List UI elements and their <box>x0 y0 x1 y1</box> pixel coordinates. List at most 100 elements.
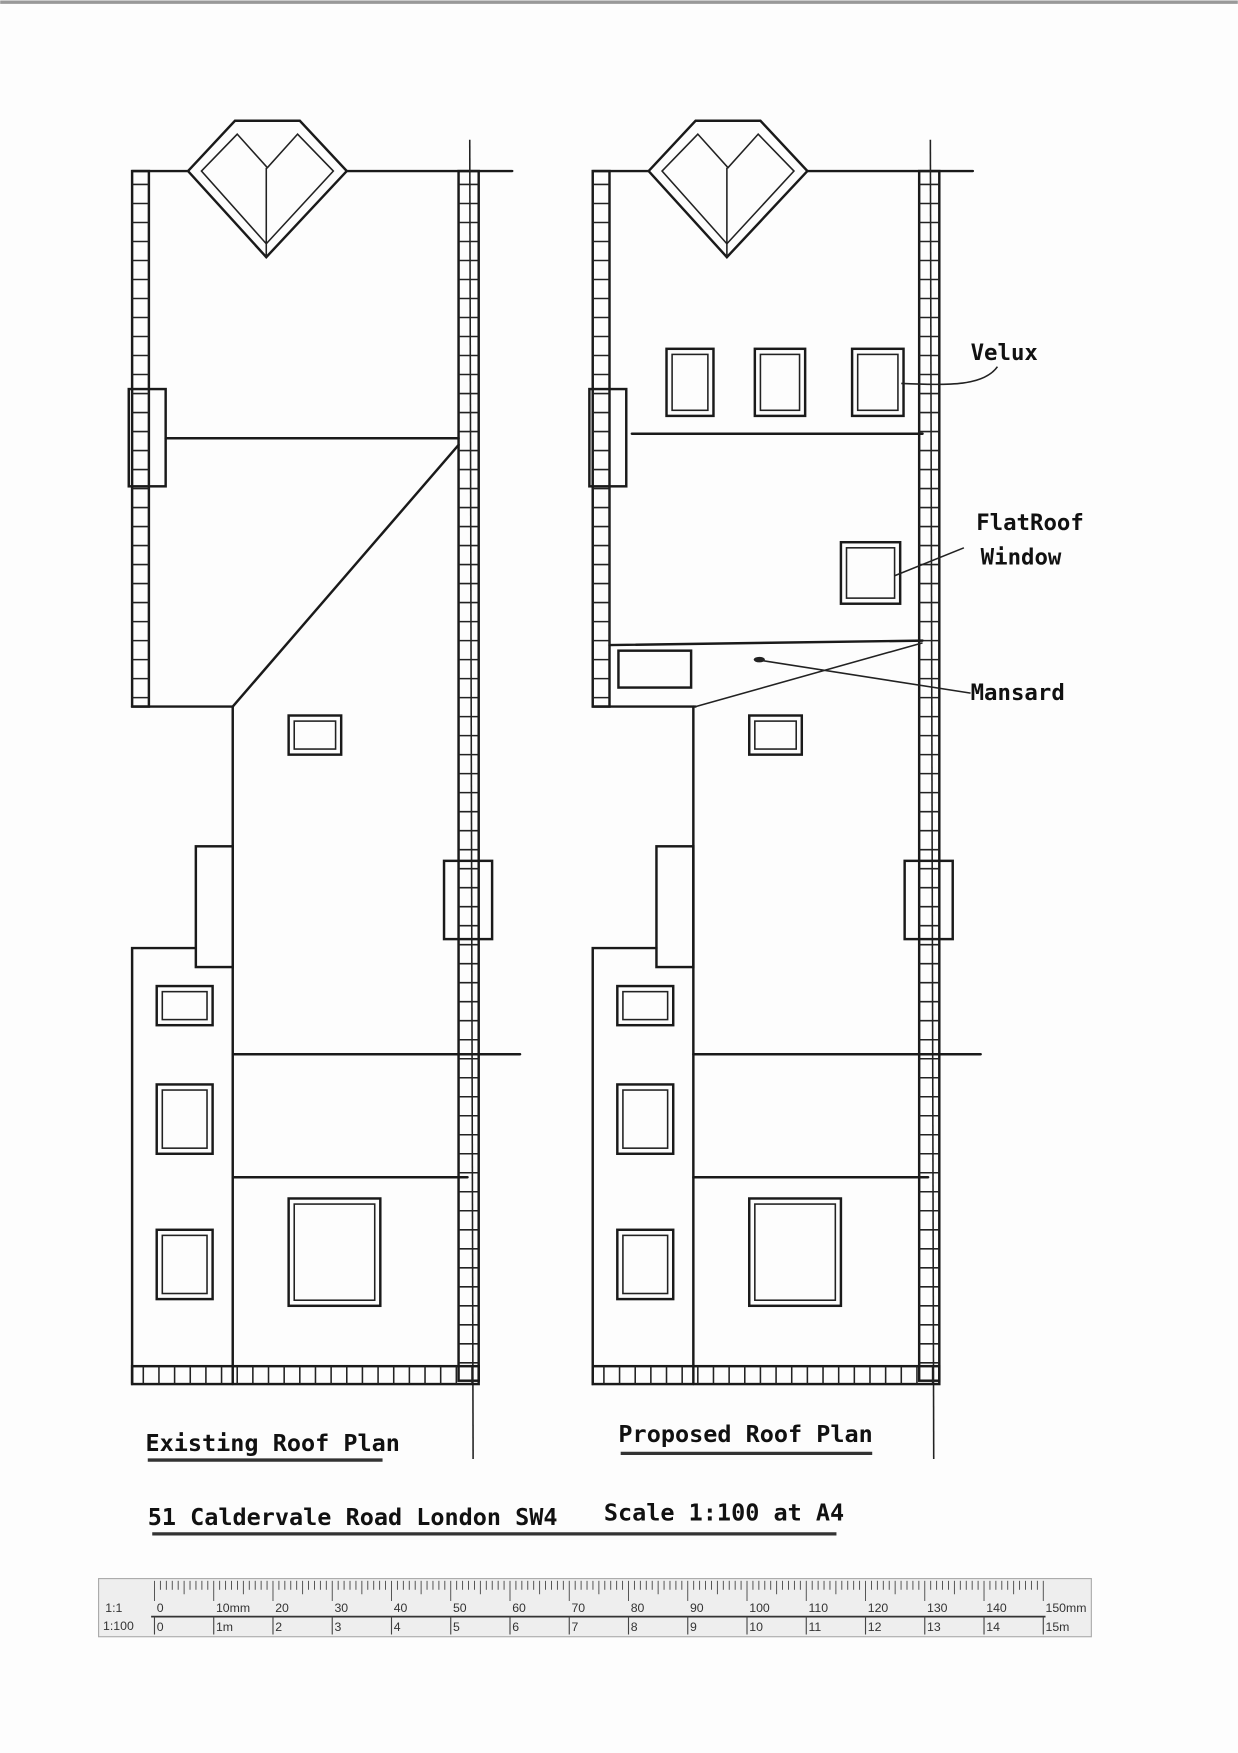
gable-inner <box>660 133 796 245</box>
chimney-breast <box>655 845 695 969</box>
window-frame-inner <box>754 720 797 750</box>
ruler-label-mm: 10mm <box>216 1601 250 1615</box>
ruler-label-m: 11 <box>808 1620 821 1634</box>
mansard-label: Mansard <box>971 680 1065 706</box>
ruler-label-m: 8 <box>631 1620 638 1634</box>
window-frame-inner <box>622 1234 669 1295</box>
ruler-label-m: 13 <box>927 1620 941 1634</box>
annotation-mansard: Mansard <box>753 656 1065 706</box>
existing-roof-plan <box>127 119 522 1459</box>
chimney-breast <box>194 845 234 969</box>
large-roof-window <box>748 1197 843 1308</box>
ruler-label-m: 14 <box>986 1620 1000 1634</box>
outrigger-window <box>155 1228 214 1301</box>
rear-wall <box>130 1364 480 1386</box>
ruler-label-m: 15m <box>1046 1620 1070 1634</box>
ruler-row1-label: 1:1 <box>105 1601 122 1615</box>
ruler-label-mm: 20 <box>275 1601 289 1615</box>
outrigger-window <box>616 1083 675 1155</box>
velux-window <box>850 347 905 418</box>
window-frame-inner <box>671 353 709 412</box>
ruler-label-mm: 80 <box>631 1601 645 1615</box>
window-frame-inner <box>161 990 208 1021</box>
large-roof-window <box>287 1197 382 1308</box>
existing-title: Existing Roof Plan <box>146 1429 400 1457</box>
window-frame-inner <box>754 1203 837 1301</box>
outrigger-window <box>616 1228 675 1301</box>
roof-window <box>748 714 804 756</box>
velux-window <box>753 347 807 418</box>
ruler-label-m: 12 <box>868 1620 882 1634</box>
outrigger-wall <box>591 946 658 1386</box>
ruler-label-mm: 130 <box>927 1601 948 1615</box>
outrigger-window <box>155 984 214 1027</box>
proposed-roof-plan <box>588 119 982 1459</box>
ruler-label-mm: 140 <box>986 1601 1007 1615</box>
ruler-label-m: 4 <box>394 1620 401 1634</box>
window-frame-inner <box>622 1089 669 1149</box>
mansard-line <box>608 639 924 647</box>
annotation-velux: Velux <box>901 340 1038 386</box>
gable-inner <box>200 133 335 245</box>
leader-dot <box>753 656 765 663</box>
chimney-stack <box>442 859 494 941</box>
gable-outline <box>646 119 810 259</box>
ruler-label-m: 3 <box>334 1620 341 1634</box>
ruler-label-mm: 60 <box>512 1601 526 1615</box>
boundary-line <box>468 139 474 1459</box>
ruler-label-m: 7 <box>571 1620 578 1634</box>
ruler-label-m: 5 <box>453 1620 460 1634</box>
velux-window <box>665 347 715 418</box>
chimney-stack <box>127 387 167 488</box>
ruler-label-mm: 50 <box>453 1601 467 1615</box>
ruler-label-m: 2 <box>275 1620 282 1634</box>
outrigger-window <box>616 984 675 1027</box>
boundary-line <box>929 139 935 1459</box>
rear-wall <box>591 1364 941 1386</box>
ruler-label-m: 0 <box>157 1620 164 1634</box>
ruler-label-mm: 120 <box>868 1601 889 1615</box>
party-wall <box>457 169 480 1382</box>
mansard-window <box>617 649 693 689</box>
ruler-label-m: 6 <box>512 1620 519 1634</box>
party-wall <box>917 169 941 1382</box>
annotation-flat-roof-window: FlatRoof Window <box>894 510 1084 577</box>
ruler-label-mm: 90 <box>690 1601 704 1615</box>
flat-roof-window <box>839 540 902 605</box>
ruler-label-mm: 110 <box>808 1601 828 1615</box>
window-frame-inner <box>161 1234 208 1295</box>
window-frame-inner <box>293 720 337 750</box>
ruler-row2-label: 1:100 <box>103 1619 134 1633</box>
chimney-stack <box>903 859 954 941</box>
ruler-label-mm: 30 <box>334 1601 348 1615</box>
ruler-label-m: 10 <box>749 1620 763 1634</box>
hip-line <box>231 443 460 708</box>
ruler-label-mm: 70 <box>571 1601 585 1615</box>
ruler-label-mm: 0 <box>157 1601 164 1615</box>
gable-outline <box>186 119 349 259</box>
window-frame-inner <box>845 547 896 599</box>
address-text: 51 Caldervale Road London SW4 <box>148 1503 558 1531</box>
ruler-label-mm: 150mm <box>1046 1601 1087 1615</box>
ruler-label-m: 9 <box>690 1620 697 1634</box>
velux-label: Velux <box>971 340 1038 366</box>
ruler-label-m: 1m <box>216 1620 233 1634</box>
outrigger-window <box>155 1083 214 1155</box>
ruler-label-mm: 100 <box>749 1601 770 1615</box>
window-frame-inner <box>161 1089 208 1149</box>
window-frame-inner <box>622 990 669 1021</box>
party-wall <box>591 169 611 708</box>
outrigger-wall <box>130 946 198 1386</box>
flat-roof-label: FlatRoof <box>976 510 1084 536</box>
ruler-label-mm: 40 <box>394 1601 408 1615</box>
scale-note: Scale 1:100 at A4 <box>604 1498 844 1526</box>
proposed-title: Proposed Roof Plan <box>618 1420 872 1448</box>
window-label: Window <box>981 545 1062 571</box>
chimney-stack <box>588 387 628 488</box>
window-frame-inner <box>759 353 801 412</box>
window-frame-inner <box>856 353 899 412</box>
window-frame-inner <box>293 1203 376 1301</box>
party-wall <box>130 169 151 708</box>
